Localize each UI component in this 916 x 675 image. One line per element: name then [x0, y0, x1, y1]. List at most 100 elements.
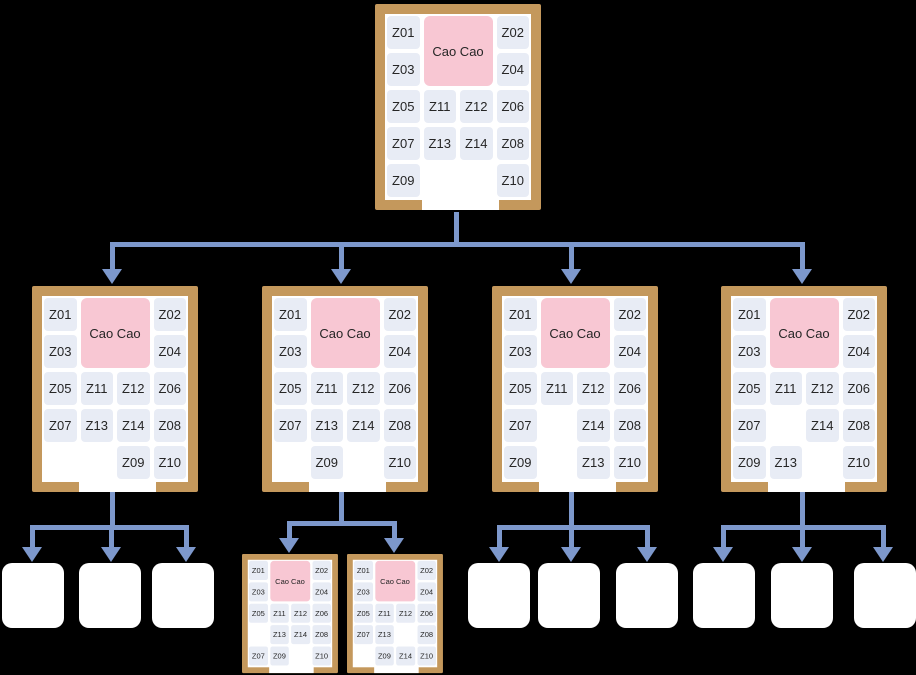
arrow-down-icon	[489, 547, 509, 562]
piece-z10: Z10	[417, 646, 437, 666]
connector-line	[29, 525, 35, 547]
piece-z06: Z06	[383, 372, 416, 405]
piece-z04: Z04	[613, 335, 646, 368]
piece-z11: Z11	[270, 603, 289, 623]
piece-z04: Z04	[153, 335, 186, 368]
arrow-down-icon	[873, 547, 893, 562]
arrow-down-icon	[561, 547, 581, 562]
piece-z10: Z10	[496, 164, 529, 197]
connector-line	[338, 242, 344, 269]
piece-z01: Z01	[504, 298, 537, 331]
piece-z06: Z06	[153, 372, 186, 405]
piece-z02: Z02	[153, 298, 186, 331]
arrow-down-icon	[792, 269, 812, 284]
leaf-node	[771, 563, 833, 628]
arrow-down-icon	[384, 538, 404, 553]
piece-z11: Z11	[769, 372, 802, 405]
piece-z07: Z07	[274, 409, 307, 442]
piece-z07: Z07	[733, 409, 766, 442]
piece-z08: Z08	[842, 409, 875, 442]
connector-line	[109, 492, 115, 530]
piece-z02: Z02	[496, 16, 529, 49]
piece-z10: Z10	[383, 446, 416, 479]
leaf-node	[616, 563, 678, 628]
arrow-down-icon	[279, 538, 299, 553]
connector-line	[644, 525, 650, 547]
piece-z14: Z14	[806, 409, 839, 442]
piece-z04: Z04	[383, 335, 416, 368]
piece-z01: Z01	[387, 16, 420, 49]
connector-line	[338, 492, 344, 526]
connector-line	[287, 521, 397, 526]
piece-z02: Z02	[383, 298, 416, 331]
piece-cao-cao: Cao Cao	[80, 298, 150, 368]
connector-line	[453, 212, 459, 247]
piece-z10: Z10	[312, 646, 332, 666]
piece-z03: Z03	[733, 335, 766, 368]
arrow-down-icon	[792, 547, 812, 562]
piece-z13: Z13	[423, 127, 456, 160]
piece-z07: Z07	[353, 625, 373, 645]
piece-z14: Z14	[291, 625, 310, 645]
connector-line	[109, 242, 115, 269]
piece-z03: Z03	[248, 582, 268, 602]
connector-line	[799, 242, 805, 269]
piece-z11: Z11	[540, 372, 573, 405]
piece-z10: Z10	[153, 446, 186, 479]
piece-z09: Z09	[375, 646, 394, 666]
piece-z06: Z06	[312, 603, 332, 623]
piece-z03: Z03	[387, 53, 420, 86]
arrow-down-icon	[22, 547, 42, 562]
piece-z12: Z12	[577, 372, 610, 405]
piece-cao-cao: Cao Cao	[540, 298, 610, 368]
piece-z03: Z03	[274, 335, 307, 368]
connector-line	[568, 242, 574, 269]
piece-z10: Z10	[613, 446, 646, 479]
leaf-node	[854, 563, 916, 628]
piece-z03: Z03	[44, 335, 77, 368]
connector-line	[391, 521, 397, 538]
piece-z07: Z07	[248, 646, 268, 666]
arrow-down-icon	[101, 547, 121, 562]
piece-z12: Z12	[396, 603, 415, 623]
piece-z12: Z12	[460, 90, 493, 123]
board-exit-gap	[421, 162, 499, 210]
piece-z11: Z11	[310, 372, 343, 405]
piece-z08: Z08	[613, 409, 646, 442]
piece-z03: Z03	[504, 335, 537, 368]
connector-line	[110, 242, 805, 247]
piece-z05: Z05	[274, 372, 307, 405]
piece-z12: Z12	[347, 372, 380, 405]
arrow-down-icon	[331, 269, 351, 284]
piece-z05: Z05	[387, 90, 420, 123]
leaf-node	[538, 563, 600, 628]
piece-z02: Z02	[417, 560, 437, 581]
piece-cao-cao: Cao Cao	[270, 560, 310, 602]
connector-line	[880, 525, 886, 547]
piece-z08: Z08	[383, 409, 416, 442]
piece-z14: Z14	[460, 127, 493, 160]
piece-z01: Z01	[353, 560, 373, 581]
connector-line	[108, 525, 114, 547]
piece-cao-cao: Cao Cao	[423, 16, 493, 86]
piece-z13: Z13	[375, 625, 394, 645]
connector-line	[720, 525, 726, 547]
piece-z08: Z08	[312, 625, 332, 645]
piece-cao-cao: Cao Cao	[769, 298, 839, 368]
piece-z06: Z06	[613, 372, 646, 405]
piece-z09: Z09	[310, 446, 343, 479]
piece-z08: Z08	[417, 625, 437, 645]
connector-line	[568, 492, 574, 530]
piece-z13: Z13	[80, 409, 113, 442]
connector-line	[799, 525, 805, 547]
piece-z05: Z05	[44, 372, 77, 405]
piece-cao-cao: Cao Cao	[375, 560, 415, 602]
piece-z12: Z12	[117, 372, 150, 405]
piece-z12: Z12	[806, 372, 839, 405]
piece-z13: Z13	[270, 625, 289, 645]
